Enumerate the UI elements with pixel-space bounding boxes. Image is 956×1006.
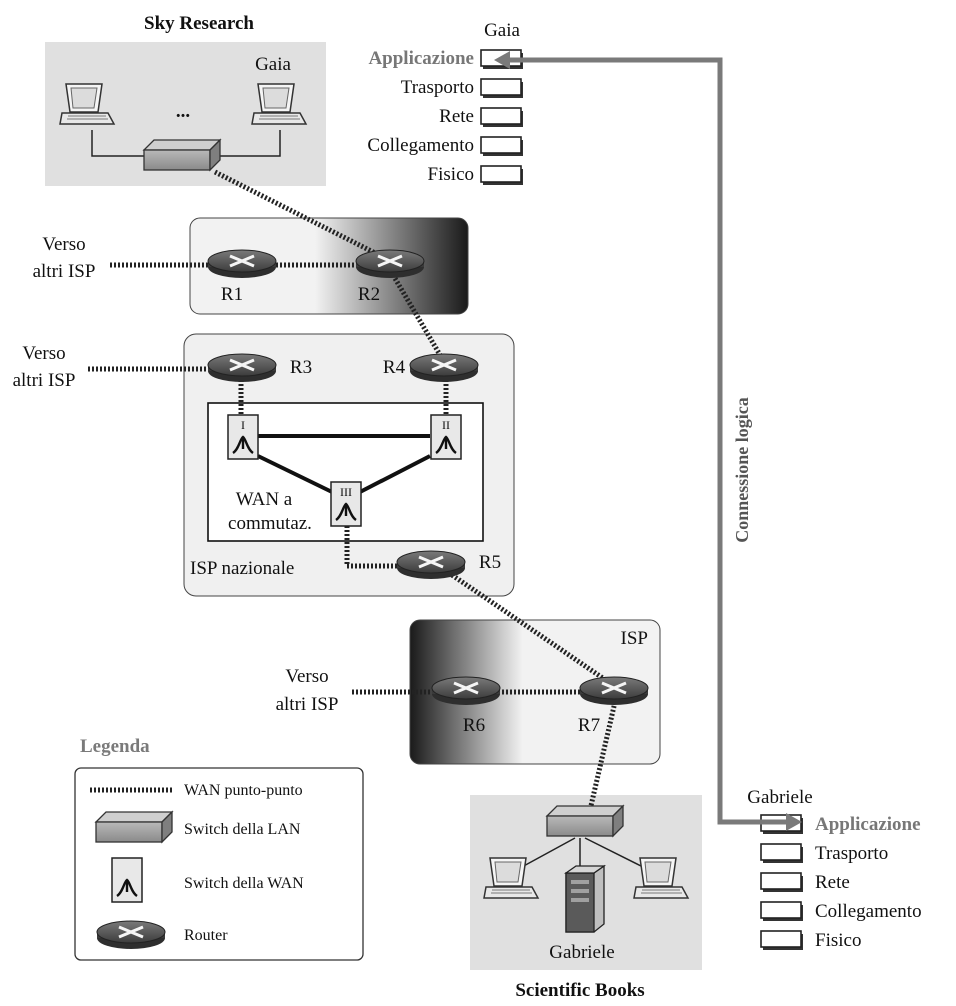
stack-top-layer-physical: Fisico: [428, 164, 474, 185]
server-icon: [563, 864, 607, 933]
legend-lan-switch-icon: [95, 811, 173, 843]
external-label-2b: altri ISP: [13, 370, 76, 391]
external-label-3a: Verso: [285, 666, 328, 687]
router-r5-icon: [395, 549, 467, 581]
lan-wiring-bottom: [519, 837, 646, 869]
router-r7-label: R7: [578, 715, 600, 736]
router-r7-icon: [578, 675, 650, 707]
sky-research-title: Sky Research: [144, 13, 254, 34]
router-r6-icon: [430, 675, 502, 707]
stack-bottom-layer-transport: Trasporto: [815, 843, 888, 864]
gabriele-host-label: Gabriele: [549, 942, 614, 963]
logical-connection-label: Connessione logica: [732, 397, 752, 543]
legend-router-icon: [95, 919, 167, 951]
router-r2-label: R2: [358, 284, 380, 305]
router-r3-label: R3: [290, 357, 312, 378]
external-label-1b: altri ISP: [33, 261, 96, 282]
stack-top-layer-transport: Trasporto: [401, 77, 474, 98]
logical-connection-arrow: [506, 57, 790, 825]
wan-links: [257, 434, 431, 494]
stack-bottom-box: [760, 930, 804, 951]
stack-top-box: [480, 78, 524, 99]
links: [88, 169, 618, 811]
wan-switch-ii-label: II: [442, 418, 450, 432]
router-r5-label: R5: [479, 552, 501, 573]
stack-bottom-layer-network: Rete: [815, 872, 850, 893]
lan-switch-top-icon: [143, 139, 221, 171]
stack-bottom: Applicazione Trasporto Rete Collegamento…: [760, 814, 922, 951]
lan-wiring-top: [91, 130, 281, 157]
legend-item-router: Router: [184, 927, 228, 944]
router-r1-icon: [206, 248, 278, 280]
router-r4-icon: [408, 352, 480, 384]
router-r1-label: R1: [221, 284, 243, 305]
external-label-3b: altri ISP: [276, 694, 339, 715]
stack-top-box: [480, 165, 524, 186]
national-isp-label: ISP nazionale: [190, 558, 294, 579]
router-r4-label: R4: [383, 357, 406, 378]
wan-switch-iii-label: III: [340, 485, 352, 499]
legend-item-wan-switch: Switch della WAN: [184, 875, 304, 892]
regional-isp-label: ISP: [621, 628, 648, 649]
gaia-host-label: Gaia: [255, 54, 291, 75]
stack-bottom-box: [760, 843, 804, 864]
stack-bottom-layer-physical: Fisico: [815, 930, 861, 951]
logical-arrowhead-bottom: [786, 813, 802, 831]
stack-top-host: Gaia: [484, 20, 520, 41]
sky-research-dots: ...: [176, 101, 190, 122]
wan-switch-i-label: I: [241, 418, 245, 432]
lan-switch-bottom-icon: [546, 805, 624, 837]
scientific-books-title: Scientific Books: [515, 980, 644, 1001]
stack-bottom-box: [760, 872, 804, 893]
stack-top-layer-app: Applicazione: [368, 48, 474, 69]
legend-item-lan-switch: Switch della LAN: [184, 821, 301, 838]
stack-top-box: [480, 107, 524, 128]
legend-item-wan-p2p: WAN punto-punto: [184, 782, 303, 799]
stack-top-box: [480, 136, 524, 157]
stack-top: Applicazione Trasporto Rete Collegamento…: [367, 48, 524, 186]
external-label-2a: Verso: [22, 343, 65, 364]
stack-bottom-layer-app: Applicazione: [815, 814, 921, 835]
router-r2-icon: [354, 248, 426, 280]
router-r6-label: R6: [463, 715, 485, 736]
stack-top-layer-link: Collegamento: [367, 135, 474, 156]
stack-bottom-layer-link: Collegamento: [815, 901, 922, 922]
legend-title: Legenda: [80, 736, 150, 757]
stack-bottom-box: [760, 901, 804, 922]
logical-arrowhead-top: [494, 51, 510, 69]
router-r3-icon: [206, 352, 278, 384]
legend-wan-switch-icon: [110, 856, 144, 904]
wan-label-line1: WAN a: [236, 489, 293, 510]
external-label-1a: Verso: [42, 234, 85, 255]
wan-label-line2: commutaz.: [228, 513, 312, 534]
stack-top-layer-network: Rete: [439, 106, 474, 127]
stack-bottom-host: Gabriele: [747, 787, 812, 808]
